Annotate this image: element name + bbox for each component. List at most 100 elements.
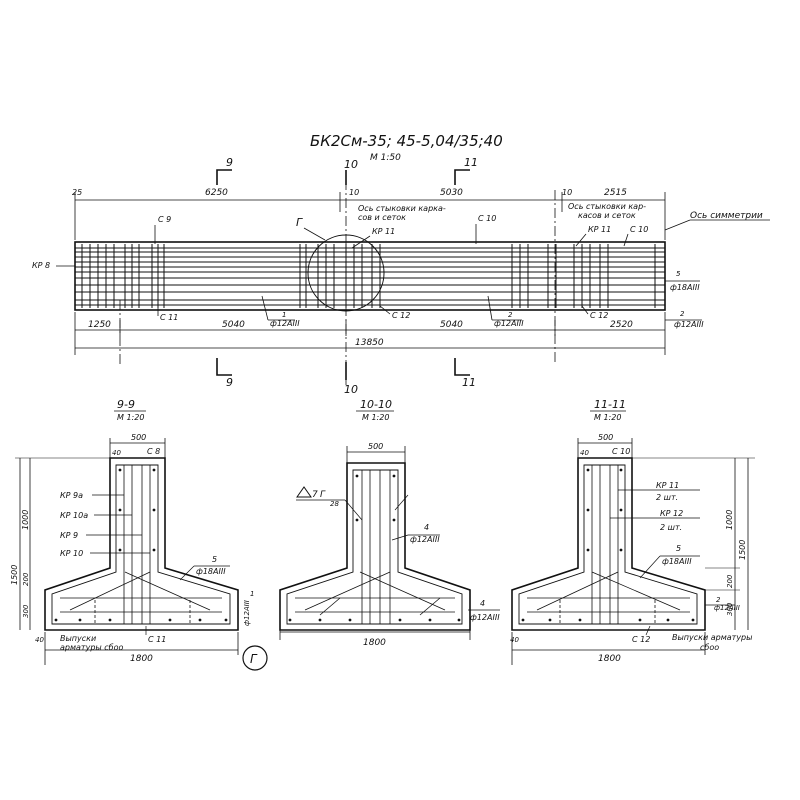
main-elevation: Г 25 6250 10 5030 10 2515 9 10 11 bbox=[32, 156, 770, 396]
label-pos5: 5 bbox=[676, 270, 681, 278]
section-11-h-1500: 1500 bbox=[738, 540, 747, 560]
section-10-weld-mark: Г bbox=[320, 490, 326, 500]
label-pos1: 1 bbox=[282, 311, 286, 319]
note-joint-right-2: касов и сеток bbox=[578, 211, 636, 220]
section-10-width-top: 500 bbox=[368, 442, 383, 451]
top-dim-5030: 5030 bbox=[440, 188, 463, 198]
section-mark-10-top: 10 bbox=[344, 158, 358, 171]
section-9-h-1500: 1500 bbox=[10, 565, 19, 585]
section-9-width-top: 500 bbox=[131, 433, 146, 442]
section-9-width-bottom: 1800 bbox=[130, 654, 153, 664]
section-mark-11-bottom: 11 bbox=[462, 376, 476, 389]
section-10-label-rebar4b: ф12АIII bbox=[470, 613, 500, 622]
label-c12: С 12 bbox=[392, 311, 410, 320]
stirrups-right bbox=[511, 244, 656, 308]
section-11-dim-40: 40 bbox=[580, 449, 589, 457]
section-cut-11-bottom bbox=[454, 358, 470, 376]
section-9-label-c11: С 11 bbox=[148, 635, 166, 644]
section-10-10: 10-10 М 1:20 500 1800 7 Г 2 bbox=[279, 398, 500, 648]
bottom-dim-5040a: 5040 bbox=[222, 320, 245, 330]
section-9-9: 9-9 М 1:20 500 40 bbox=[10, 398, 268, 671]
section-11-label-kr11-qty: 2 шт. bbox=[656, 493, 678, 502]
top-dim-10b: 10 bbox=[562, 188, 572, 197]
section-11-h-300: 300 bbox=[726, 602, 734, 616]
section-9-label-rebar12: ф12АIII bbox=[243, 600, 251, 626]
section-9-label-kr10a: КР 10а bbox=[60, 511, 88, 520]
section-11-11: 11-11 М 1:20 500 40 1800 40 bbox=[510, 398, 755, 665]
weld-symbol-icon bbox=[296, 486, 312, 498]
section-9-note-2: арматуры сбоо bbox=[60, 643, 123, 652]
top-dim-6250: 6250 bbox=[205, 188, 228, 198]
section-11-label-c10: С 10 bbox=[612, 447, 630, 456]
top-dim-10a: 10 bbox=[349, 188, 359, 197]
section-11-title: 11-11 bbox=[594, 398, 626, 411]
section-9-label-kr9a: КР 9а bbox=[60, 491, 83, 500]
section-11-outline bbox=[511, 457, 706, 631]
top-dim-25: 25 bbox=[72, 188, 82, 197]
node-callout-circle bbox=[242, 645, 268, 671]
section-11-width-top: 500 bbox=[598, 433, 613, 442]
section-11-label-pos2: 2 bbox=[716, 596, 721, 604]
section-9-h-1000: 1000 bbox=[21, 510, 30, 530]
label-c9: С 9 bbox=[158, 215, 171, 224]
section-11-label-rebar12: ф12АIII bbox=[714, 604, 740, 612]
section-9-h-300: 300 bbox=[22, 604, 30, 618]
note-joint-right-1: Ось стыковки кар- bbox=[568, 202, 646, 211]
section-9-title: 9-9 bbox=[117, 398, 135, 411]
section-9-label-pos5: 5 bbox=[212, 555, 217, 564]
bottom-dim-1250: 1250 bbox=[88, 320, 111, 330]
label-kr8: КР 8 bbox=[32, 261, 50, 270]
section-10-weld: 7 bbox=[312, 490, 318, 500]
section-11-note-2: сбоо bbox=[700, 643, 719, 652]
section-11-h-1000: 1000 bbox=[725, 510, 734, 530]
section-9-dim-40: 40 bbox=[112, 449, 121, 457]
section-10-label-pos4: 4 bbox=[424, 523, 429, 532]
longitudinal-bars bbox=[75, 247, 665, 306]
section-11-scale: М 1:20 bbox=[594, 413, 621, 422]
section-11-label-kr12-qty: 2 шт. bbox=[660, 523, 682, 532]
section-9-label-kr9: КР 9 bbox=[60, 531, 78, 540]
section-11-label-rebar5: ф18АIII bbox=[662, 557, 692, 566]
section-11-note-1: Выпуски арматуры bbox=[672, 633, 752, 642]
section-11-label-pos5: 5 bbox=[676, 544, 681, 553]
section-9-label-rebar5: ф18АIII bbox=[196, 567, 226, 576]
section-10-scale: М 1:20 bbox=[362, 413, 389, 422]
label-c11: С 11 bbox=[160, 313, 178, 322]
main-scale: М 1:50 bbox=[370, 153, 401, 163]
node-callout-label: Г bbox=[250, 652, 258, 666]
section-11-dim-40b: 40 bbox=[510, 636, 519, 644]
label-pos2b: 2 bbox=[680, 310, 685, 318]
note-symmetry-axis: Ось симметрии bbox=[690, 211, 763, 221]
section-10-weld-len: 28 bbox=[330, 500, 339, 508]
beam-outline bbox=[74, 241, 666, 311]
node-label: Г bbox=[296, 216, 303, 229]
label-rebar2: ф12АIII bbox=[494, 319, 524, 328]
section-9-outline bbox=[44, 457, 239, 631]
section-10-label-rebar4: ф12АIII bbox=[410, 535, 440, 544]
top-dim-2515: 2515 bbox=[604, 188, 627, 198]
label-c10-right: С 10 bbox=[630, 225, 648, 234]
section-cut-9-bottom bbox=[216, 358, 232, 376]
section-mark-11-top: 11 bbox=[464, 156, 478, 169]
section-mark-10-bottom: 10 bbox=[344, 383, 358, 396]
section-mark-9-bottom: 9 bbox=[226, 376, 233, 389]
bottom-dim-2520: 2520 bbox=[610, 320, 633, 330]
stirrups-center bbox=[299, 244, 381, 308]
label-c10: С 10 bbox=[478, 214, 496, 223]
label-kr11-right: КР 11 bbox=[588, 225, 611, 234]
section-10-label-pos4b: 4 bbox=[480, 599, 485, 608]
section-10-width-bottom: 1800 bbox=[363, 638, 386, 648]
section-9-h-200: 200 bbox=[22, 572, 30, 586]
note-joint-left-1: Ось стыковки карка- bbox=[358, 204, 446, 213]
label-kr11-main: КР 11 bbox=[372, 227, 395, 236]
section-10-title: 10-10 bbox=[360, 398, 392, 411]
section-cut-11-top bbox=[454, 169, 470, 185]
label-c12-right: С 12 bbox=[590, 311, 608, 320]
stirrups-left bbox=[81, 244, 165, 308]
section-9-dim-40b: 40 bbox=[35, 636, 44, 644]
total-length: 13850 bbox=[355, 338, 384, 348]
note-joint-left-2: сов и сеток bbox=[358, 213, 406, 222]
section-9-note-1: Выпуски bbox=[60, 634, 96, 643]
section-9-scale: М 1:20 bbox=[117, 413, 144, 422]
section-9-label-pos1: 1 bbox=[250, 590, 254, 598]
